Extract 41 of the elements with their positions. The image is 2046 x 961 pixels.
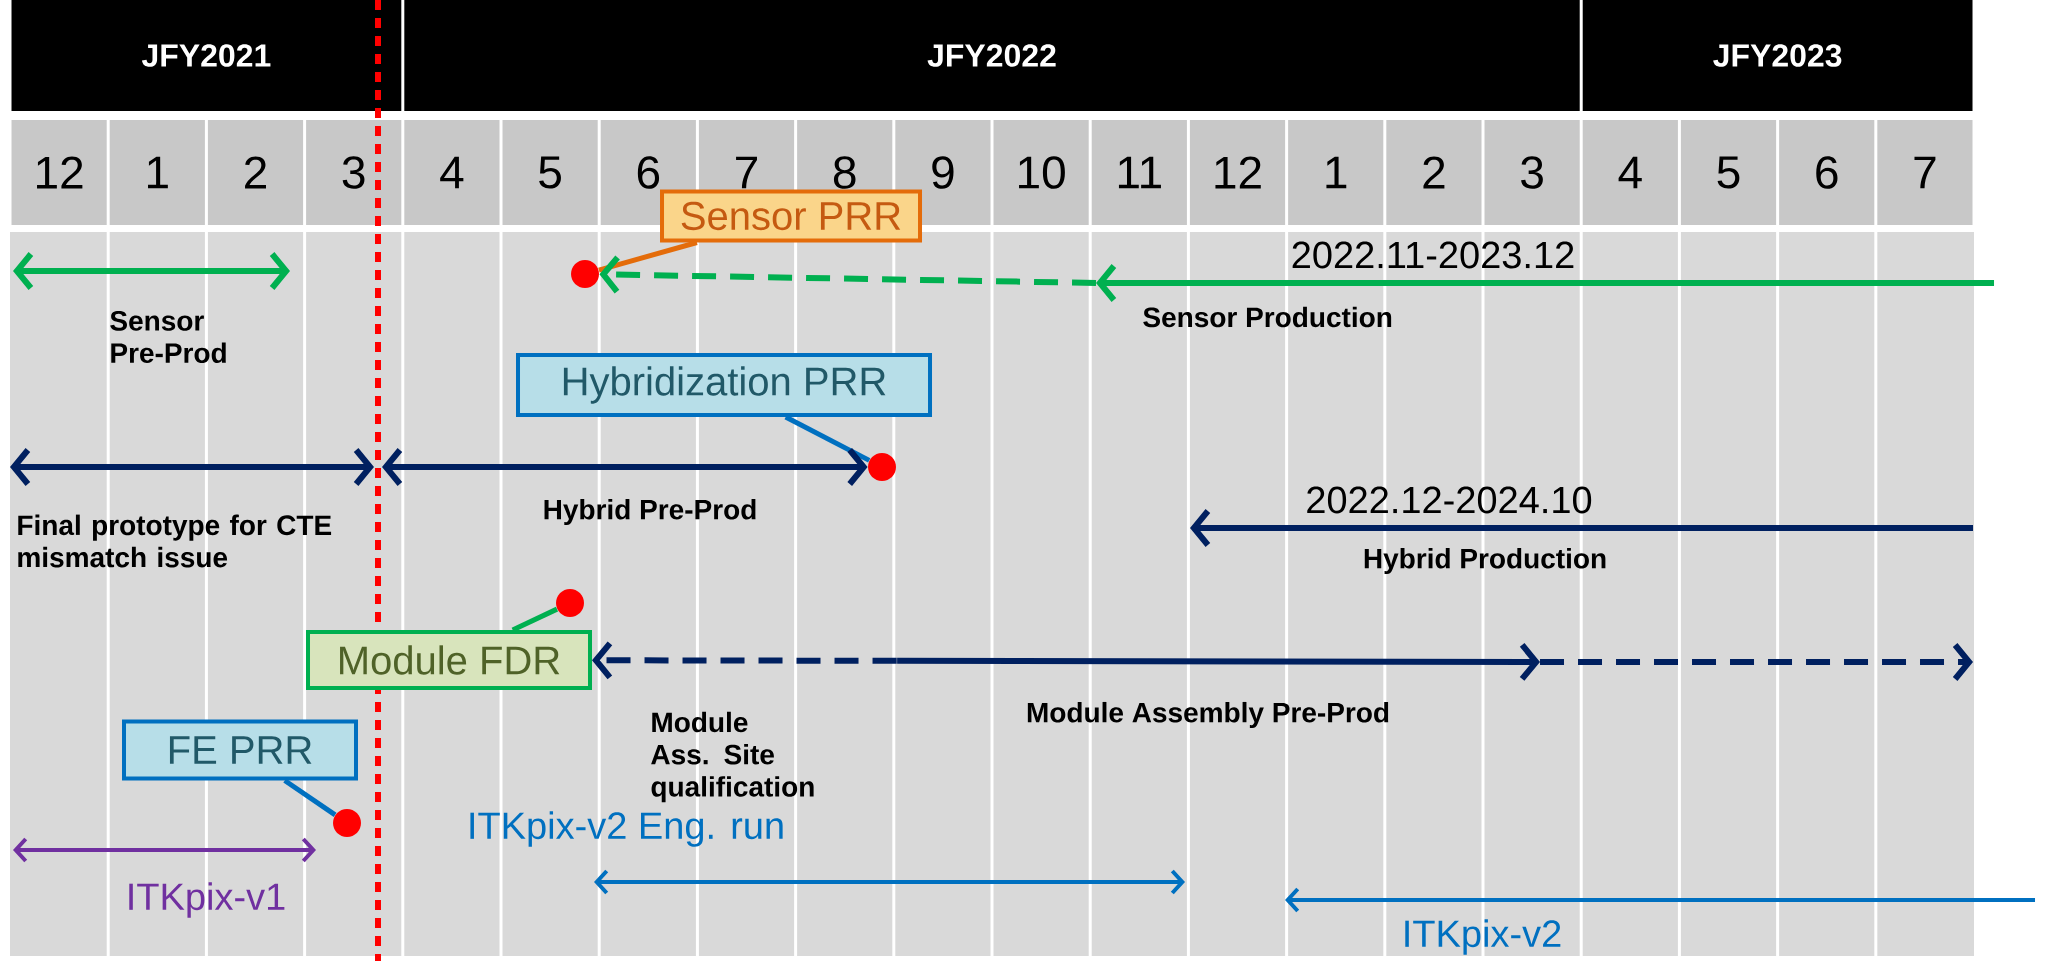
bar-label: ITKpix-v2	[1405, 919, 1561, 955]
bar-label: Sensor Pre-Prod	[110, 310, 226, 363]
callout-box: FE PRR	[122, 719, 358, 781]
bar-label: Sensor Production	[1143, 306, 1392, 328]
bar-label: Hybrid Production	[1364, 547, 1606, 575]
month-cell: 2	[1386, 120, 1482, 225]
month-cell: 4	[1582, 120, 1678, 225]
bar-label: ITKpix-v2 Eng. run	[470, 811, 783, 847]
milestone-dot	[333, 809, 361, 837]
date-range-label: 2022.11-2023.12	[1292, 241, 1574, 269]
month-cell: 11	[1091, 120, 1187, 225]
date-range-label: 2022.12-2024.10	[1307, 486, 1592, 514]
month-cell: 1	[1288, 120, 1384, 225]
bar-label: Module Ass. Site qualification	[651, 711, 814, 803]
bar-label: ITKpix-v1	[129, 882, 285, 918]
timeline-arrow	[592, 641, 1540, 681]
month-cell: 12	[1189, 120, 1286, 225]
timeline-arrow	[599, 255, 1097, 294]
month-cell: 12	[11, 120, 107, 225]
milestone-dot	[571, 260, 599, 288]
month-cell: 5	[502, 120, 598, 225]
month-cell: 10	[993, 120, 1089, 225]
month-cell: 4	[404, 120, 500, 225]
year-header-cell: JFY2023	[1582, 0, 1973, 111]
timeline-arrow	[382, 448, 868, 486]
month-cell: 3	[306, 120, 402, 225]
bar-label: Hybrid Pre-Prod	[544, 498, 756, 526]
month-cell: 5	[1680, 120, 1777, 225]
year-header-cell: JFY2021	[11, 0, 402, 111]
bar-label: Module Assembly Pre-Prod	[1027, 701, 1389, 729]
year-header-cell: JFY2022	[404, 0, 1580, 111]
month-cell: 1	[109, 120, 205, 225]
month-cell: 6	[1779, 120, 1875, 225]
milestone-dot	[556, 589, 584, 617]
bar-label: Final prototype for CTE mismatch issue	[18, 514, 332, 568]
callout-box: Hybridization PRR	[516, 353, 932, 417]
month-cell: 2	[207, 120, 304, 225]
month-cell: 3	[1484, 120, 1580, 225]
month-cell: 7	[1877, 120, 1973, 225]
callout-box: Module FDR	[306, 630, 592, 690]
milestone-dot	[868, 453, 896, 481]
